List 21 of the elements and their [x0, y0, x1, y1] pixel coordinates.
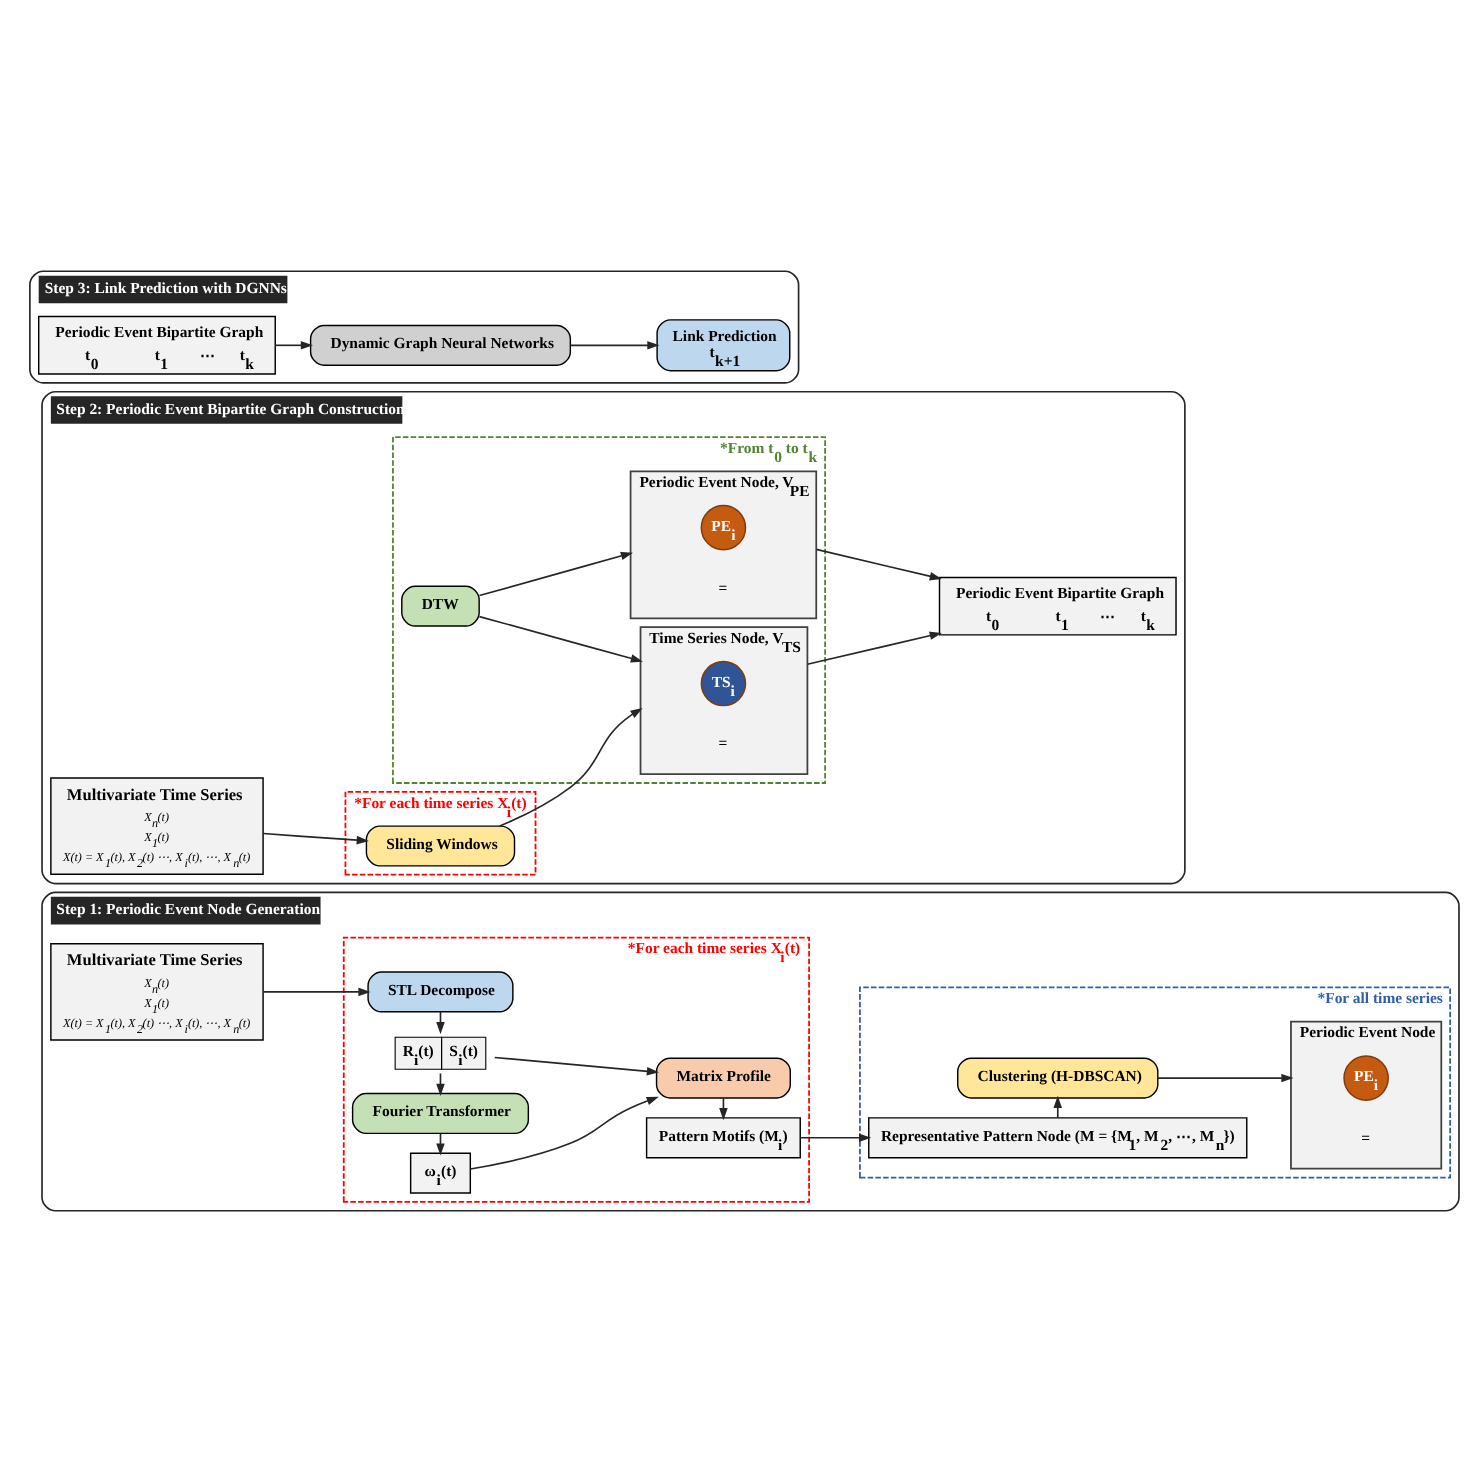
- node-box: Sliding Windows: [365, 824, 516, 866]
- arrow: [469, 1095, 659, 1169]
- arrow: [478, 550, 633, 596]
- node-box: Matrix Profile: [655, 1056, 791, 1098]
- arrow: [262, 986, 371, 996]
- node-box: STL Decompose: [367, 970, 514, 1012]
- arrow: [799, 1132, 872, 1142]
- arrow: [262, 831, 369, 844]
- arrow: [569, 340, 660, 349]
- arrow: [1157, 1072, 1294, 1082]
- arrow: [1053, 1094, 1063, 1118]
- node-box: DTW: [401, 584, 480, 626]
- arrow: [806, 630, 942, 665]
- arrow: [274, 340, 313, 349]
- arrow: [493, 1055, 660, 1075]
- node-box: Dynamic Graph Neural Networks: [309, 323, 572, 365]
- node-box: Fourier Transformer: [351, 1091, 530, 1134]
- arrow: [815, 547, 942, 580]
- arrow: [478, 614, 643, 662]
- arrow: [498, 707, 643, 826]
- node-box: Clustering (H-DBSCAN): [957, 1056, 1159, 1098]
